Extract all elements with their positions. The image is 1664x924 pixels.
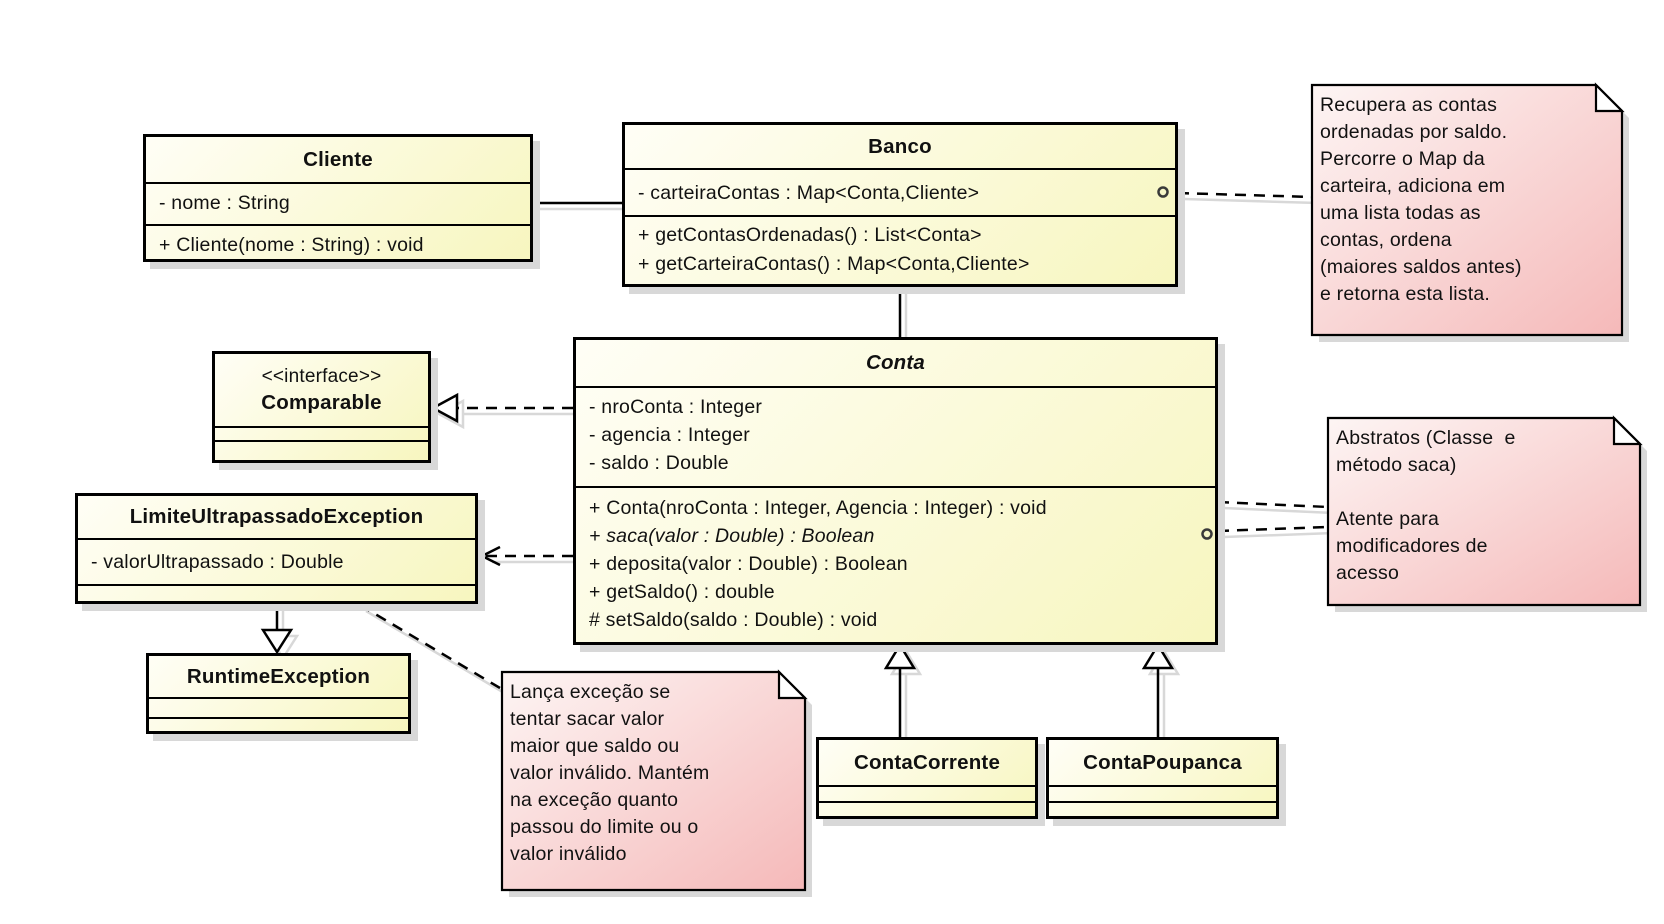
attribute-row: - saldo : Double [589,452,729,474]
note-line: método saca) [1336,454,1457,476]
note-lanca: Lança exceção se tentar sacar valor maio… [510,679,798,868]
note-line: maior que saldo ou [510,735,680,757]
note-line: e retorna esta lista. [1320,283,1491,305]
note-line: contas, ordena [1320,229,1452,251]
methods-section [149,717,408,731]
note-line: Recupera as contas [1320,94,1498,116]
class-name: LimiteUltrapassadoException [129,505,424,528]
realization-conta-comparable [430,392,573,424]
method-row: + Cliente(nome : String) : void [159,234,424,256]
attributes-section [1049,785,1276,801]
note-link-conta-abstratos-2 [1217,525,1329,533]
class-contapoupanca: ContaPoupanca [1046,737,1279,819]
method-row: + deposita(valor : Double) : Boolean [589,553,908,575]
stereotype-label: <<interface>> [261,366,382,387]
note-line: Percorre o Map da [1320,148,1485,170]
attribute-row: - nome : String [159,192,290,215]
attribute-row: - agencia : Integer [589,424,750,446]
attribute-row: - valorUltrapassado : Double [91,551,344,573]
methods-section: + Cliente(nome : String) : void [146,224,530,259]
generalization-contacorrente-conta [883,642,917,737]
note-line: ordenadas por saldo. [1320,121,1508,143]
method-row: # setSaldo(saldo : Double) : void [589,609,878,631]
class-contacorrente: ContaCorrente [816,737,1038,819]
hollow-triangle-arrow-icon [260,628,294,655]
note-line: Abstratos (Classe e [1336,427,1516,449]
note-line: (maiores saldos antes) [1320,256,1522,278]
note-line: na exceção quanto [510,789,679,811]
hollow-triangle-arrow-icon [430,392,459,424]
note-line: Atente para [1336,508,1440,530]
note-line: valor inválido [510,843,627,865]
interface-comparable: <<interface>> Comparable [212,351,431,463]
class-name: ContaPoupanca [1083,750,1242,774]
class-name: ContaCorrente [853,750,1001,774]
class-name: RuntimeException [186,664,371,688]
note-line: Lança exceção se [510,681,671,703]
attributes-section [149,697,408,717]
note-line: acesso [1336,562,1399,584]
note-line: modificadores de [1336,535,1488,557]
class-limiteultrapassadoexception: LimiteUltrapassadoException - valorUltra… [75,493,478,604]
method-row: + getSaldo() : double [589,581,775,603]
interface-name: Comparable [261,391,382,414]
method-row-abstract: + saca(valor : Double) : Boolean [589,525,875,547]
class-banco: Banco - carteiraContas : Map<Conta,Clien… [622,122,1178,287]
note-abstratos: Abstratos (Classe e método saca) Atente … [1336,425,1628,587]
attributes-section [215,426,428,440]
class-cliente: Cliente - nome : String + Cliente(nome :… [143,134,533,262]
class-name: Banco [868,134,932,158]
class-name: <<interface>> Comparable [215,354,428,426]
method-row: + getCarteiraContas() : Map<Conta,Client… [638,253,1030,275]
methods-section [215,440,428,460]
hollow-triangle-arrow-icon [1141,642,1175,670]
class-conta: Conta - nroConta : Integer - agencia : I… [573,337,1218,645]
attribute-row: - nroConta : Integer [589,396,763,418]
method-row: + Conta(nroConta : Integer, Agencia : In… [589,497,1047,519]
class-name: Cliente [303,147,373,171]
attributes-section: - carteiraContas : Map<Conta,Cliente> [625,168,1175,215]
generalization-contapoupanca-conta [1141,642,1175,737]
methods-section [1049,801,1276,816]
open-arrow-icon [479,545,501,567]
dependency-conta-limite [479,545,573,567]
note-line: passou do limite ou o [510,816,699,838]
note-line: uma lista todas as [1320,202,1481,224]
attributes-section [819,785,1035,801]
generalization-limite-runtime [260,604,294,655]
methods-section: + getContasOrdenadas() : List<Conta> + g… [625,215,1175,284]
note-link-banco-recupera [1177,191,1313,199]
note-link-conta-abstratos-1 [1217,500,1329,509]
methods-section [78,584,475,601]
note-line: carteira, adiciona em [1320,175,1506,197]
note-line: tentar sacar valor [510,708,665,730]
methods-section [819,801,1035,816]
method-row: + getContasOrdenadas() : List<Conta> [638,224,982,246]
hollow-triangle-arrow-icon [883,642,917,670]
attributes-section: - valorUltrapassado : Double [78,538,475,584]
class-runtimeexception: RuntimeException [146,653,411,734]
attributes-section: - nome : String [146,182,530,224]
attribute-row: - carteiraContas : Map<Conta,Cliente> [638,182,980,204]
note-recupera: Recupera as contas ordenadas por saldo. … [1320,92,1612,308]
note-line: valor inválido. Mantém [510,762,710,784]
methods-section: + Conta(nroConta : Integer, Agencia : In… [576,486,1215,642]
note-line [1336,479,1628,506]
class-name: Conta [865,351,926,374]
attributes-section: - nroConta : Integer - agencia : Integer… [576,386,1215,486]
